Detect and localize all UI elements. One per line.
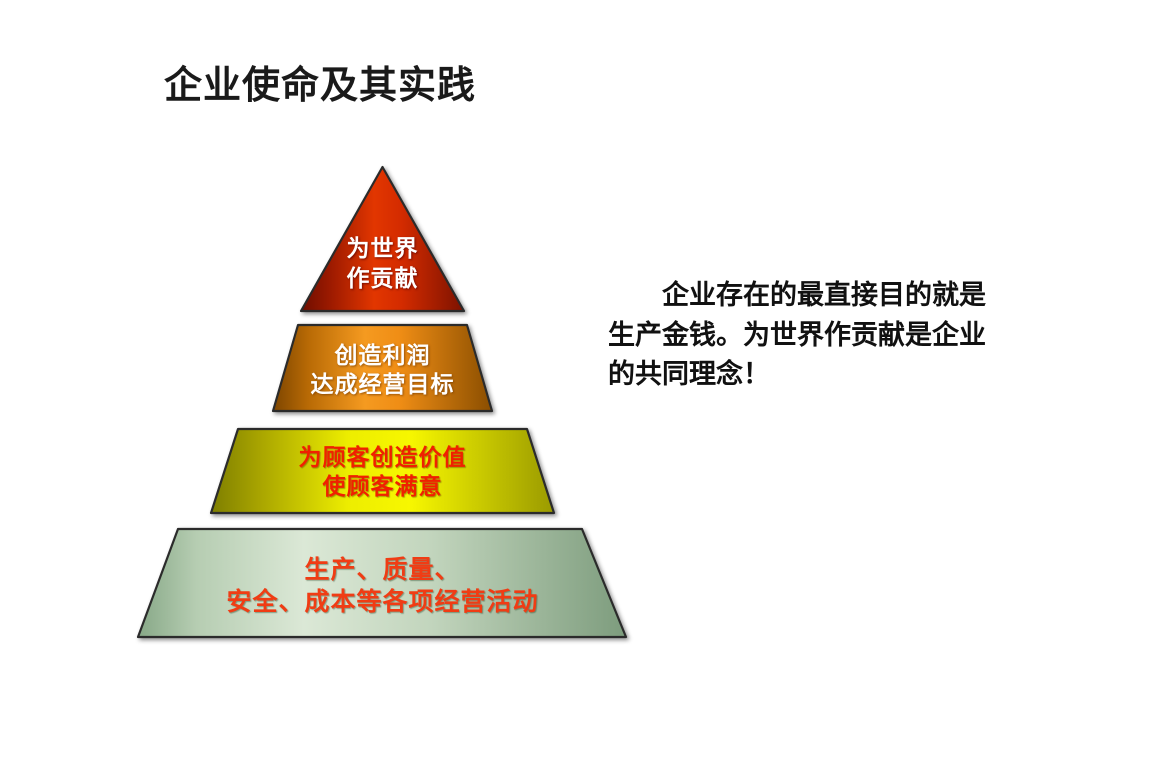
pyramid-tier-2-shape <box>271 323 494 413</box>
pyramid-tier-4[interactable]: 生产、质量、 安全、成本等各项经营活动 <box>130 527 635 639</box>
pyramid-tier-1-shape <box>299 165 466 313</box>
pyramid-tier-3[interactable]: 为顾客创造价值 使顾客满意 <box>130 427 635 515</box>
pyramid-tier-1[interactable]: 为世界 作贡献 <box>130 165 635 313</box>
pyramid-tier-2[interactable]: 创造利润 达成经营目标 <box>130 323 635 413</box>
pyramid-tier-3-shape <box>209 427 556 515</box>
pyramid-tier-4-shape <box>136 527 628 639</box>
commentary-text: 企业存在的最直接目的就是生产金钱。为世界作贡献是企业的共同理念！ <box>608 280 986 391</box>
pyramid-diagram: 为世界 作贡献 创造利润 达成经营目标 <box>130 165 635 645</box>
page-title: 企业使命及其实践 <box>164 63 477 107</box>
